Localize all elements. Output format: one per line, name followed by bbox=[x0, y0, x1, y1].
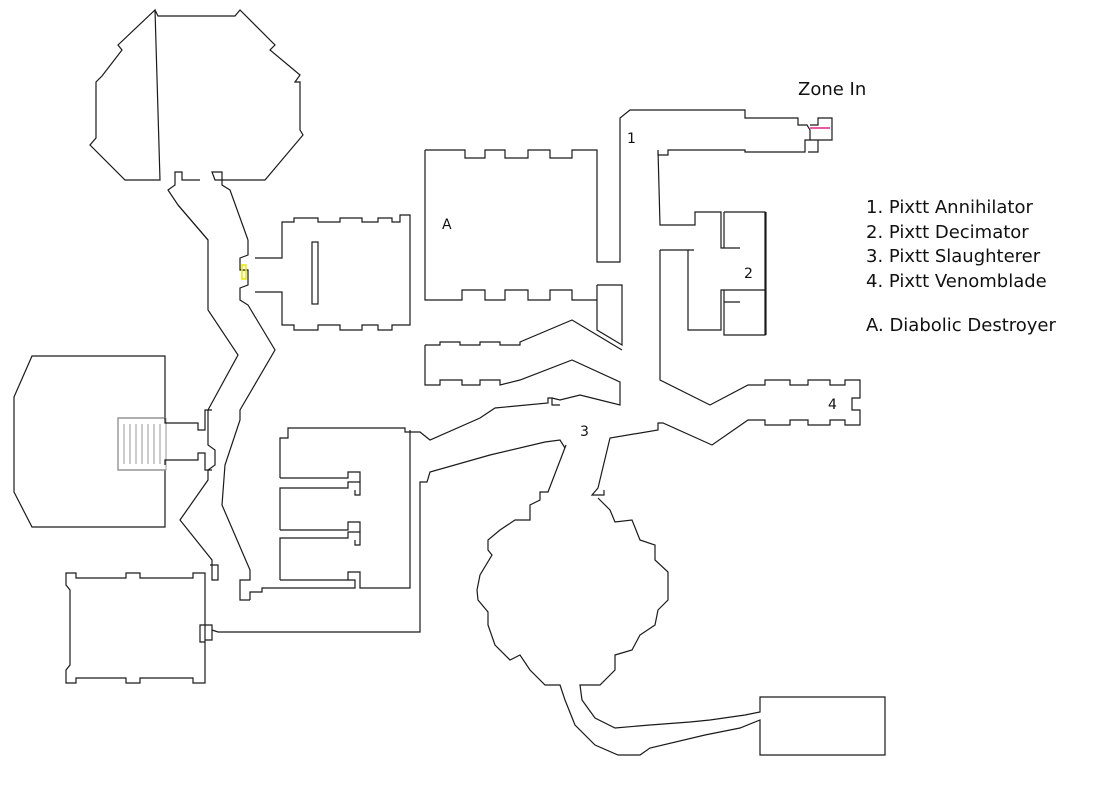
south-corridor bbox=[211, 439, 566, 633]
marker-2: 2 bbox=[744, 266, 753, 282]
southwest-room bbox=[65, 572, 213, 684]
legend-entry-3: 3. Pixtt Slaughterer bbox=[866, 246, 1041, 267]
legend-entry-4: 4. Pixtt Venomblade bbox=[866, 270, 1047, 292]
stairs bbox=[117, 417, 167, 471]
north-octagon-room bbox=[89, 8, 304, 241]
marker-4: 4 bbox=[828, 397, 837, 413]
legend-spacer bbox=[866, 294, 1056, 314]
zone-in-room bbox=[808, 117, 833, 153]
legend-entry-2: 2. Pixtt Decimator bbox=[866, 221, 1029, 243]
room-2-walls bbox=[688, 212, 767, 335]
legend-entry-1: 1. Pixtt Annihilator bbox=[866, 197, 1033, 218]
ramp-corridor bbox=[424, 319, 623, 406]
marker-1: 1 bbox=[627, 131, 636, 147]
legend-entry-a: A. Diabolic Destroyer bbox=[866, 315, 1056, 336]
room-2 bbox=[590, 211, 861, 496]
zone-in-label: Zone In bbox=[798, 79, 866, 100]
marker-a: A bbox=[442, 217, 452, 233]
legend: 1. Pixtt Annihilator 2. Pixtt Decimator … bbox=[866, 196, 1056, 339]
pillar-room bbox=[255, 214, 411, 331]
marker-3: 3 bbox=[580, 424, 589, 440]
central-hall-alcoves bbox=[280, 471, 361, 581]
central-hall bbox=[279, 397, 560, 580]
yellow-door bbox=[241, 264, 247, 280]
south-circular-room bbox=[476, 444, 886, 756]
stairs-passage bbox=[164, 409, 212, 471]
west-corridor bbox=[177, 204, 239, 581]
west-corridor-inner bbox=[221, 240, 276, 601]
room-a bbox=[424, 109, 811, 347]
pillar bbox=[311, 241, 319, 305]
south-corridor-inner bbox=[249, 430, 411, 600]
